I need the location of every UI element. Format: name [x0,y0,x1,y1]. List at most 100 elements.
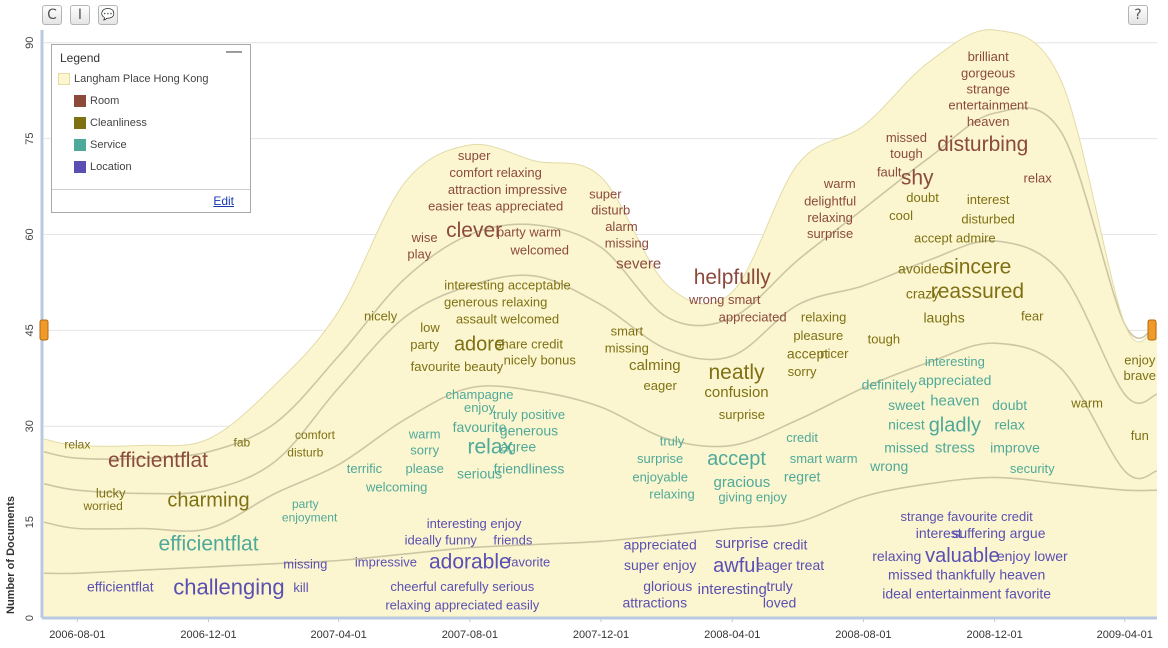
keyword-label: warm [1070,395,1103,410]
keyword-label: truly [660,434,685,449]
keyword-label: appreciated [624,536,697,552]
keyword-label: attractions [623,595,688,611]
legend-edit-link[interactable]: Edit [213,194,234,208]
legend-entry-cleanliness[interactable]: Cleanliness [74,117,147,129]
keyword-label: alarm [605,219,638,234]
keyword-label: missing [605,340,649,355]
keyword-label: favourite beauty [411,359,504,374]
keyword-label: party [292,497,319,511]
keyword-label: valuable [925,545,1000,567]
keyword-label: sweet [888,397,925,413]
comment-bubble-icon[interactable]: 💬 [98,5,118,25]
keyword-label: helpfully [694,266,772,289]
keyword-label: ideal entertainment favorite [882,586,1051,602]
legend-swatch [74,161,86,173]
keyword-label: regret [784,469,821,485]
legend-swatch [74,117,86,129]
keyword-label: terrific [347,461,383,476]
keyword-label: confusion [704,384,768,401]
x-tick-label: 2008-08-01 [835,629,891,641]
y-tick-label: 15 [24,516,36,528]
legend-label: Service [90,139,127,151]
keyword-label: smart warm [790,451,858,466]
keyword-label: fault [877,165,902,180]
series-boundary-cleanliness [43,239,1158,495]
keyword-label: eager treat [756,557,824,573]
range-handle-left [39,319,49,341]
keyword-label: welcomed [509,243,569,258]
keyword-label: accept [707,448,766,470]
keyword-label: enjoy [1124,353,1156,368]
x-tick-label: 2008-04-01 [704,629,760,641]
keyword-label: neatly [709,361,766,384]
x-tick-label: 2006-12-01 [180,629,236,641]
keyword-label: suffering argue [952,525,1045,541]
legend-title: Legend [60,51,101,65]
keyword-label: calming [629,357,681,374]
legend-entry-room[interactable]: Room [74,95,119,107]
keyword-label: truly positive [493,407,565,422]
text-cursor-icon[interactable]: I [70,5,90,25]
keyword-label: nicely [364,308,398,323]
series-boundary-room [43,107,1158,460]
keyword-label: play [407,246,431,261]
keyword-label: strange favourite credit [901,509,1034,524]
legend-entry-service[interactable]: Service [74,139,127,151]
keyword-label: brave [1124,368,1157,383]
keyword-label: entertainment [948,97,1028,112]
x-tick-label: 2006-08-01 [49,629,105,641]
keyword-label: cool [889,208,913,223]
keyword-label: relaxing [649,487,695,502]
keyword-label: comfort [295,428,336,442]
keyword-label: interest [967,192,1010,207]
keyword-label: relax [1024,170,1053,185]
keyword-label: warm [823,176,856,191]
keyword-label: relaxing [872,548,921,564]
legend-panel: Legend — Langham Place Hong Kong Room Cl… [51,43,251,213]
keyword-label: welcoming [365,480,427,495]
toolbar: C I 💬 [42,5,118,25]
keyword-label: missed [884,439,928,455]
keyword-label: accept [787,345,828,361]
keyword-label: surprise [807,226,853,241]
keyword-label: share credit [495,337,563,352]
keyword-label: super [589,186,622,201]
keyword-label: missed thankfully heaven [888,567,1045,583]
keyword-label: severe [616,256,661,273]
legend-minimize-button[interactable]: — [226,43,242,60]
keyword-label: nicely bonus [504,353,577,368]
keyword-label: smart [611,324,644,339]
x-tick-label: 2007-08-01 [442,629,498,641]
keyword-label: security [1010,461,1055,476]
keyword-label: wise [411,230,438,245]
keyword-label: relax [64,438,90,452]
keyword-label: comfort relaxing [449,165,541,180]
keyword-label: challenging [173,574,284,599]
legend-label: Cleanliness [90,117,147,129]
help-icon[interactable]: ? [1128,5,1148,25]
x-tick-label: 2009-04-01 [1097,629,1153,641]
keyword-label: improve [990,439,1040,455]
keyword-label: efficientflat [159,533,259,556]
keyword-label: loved [763,595,796,611]
y-tick-label: 75 [24,133,36,145]
keyword-label: ideally funny [405,533,478,548]
keyword-label: tough [868,331,901,346]
keyword-label: attraction impressive [448,182,567,197]
series-boundary-service [43,342,1158,532]
keyword-label: easier teas appreciated [428,198,563,213]
keyword-label: reassured [931,280,1024,303]
series-boundary-location [43,476,1158,575]
keyword-label: crazy [906,285,939,301]
keyword-label: pleasure [793,328,843,343]
keyword-label: delightful [804,193,856,208]
legend-entry-location[interactable]: Location [74,161,132,173]
keyword-label: definitely [862,377,917,393]
keyword-label: brilliant [968,49,1010,64]
keyword-label: favourite [453,419,507,435]
keyword-label: disturbing [937,133,1028,156]
keyword-label: charming [167,489,249,511]
reset-icon[interactable]: C [42,5,62,25]
legend-entry-hotel[interactable]: Langham Place Hong Kong [58,73,209,85]
keyword-label: efficientflat [108,449,208,472]
